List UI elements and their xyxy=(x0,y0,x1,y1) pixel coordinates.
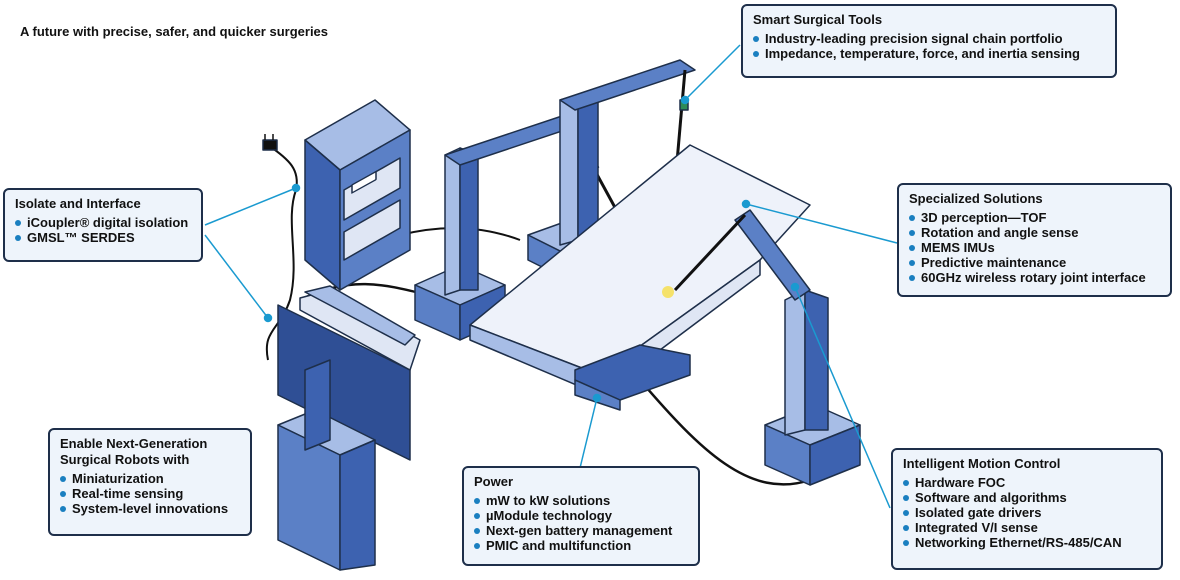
console-tower xyxy=(277,359,376,571)
callout-specialized-solutions: Specialized Solutions 3D perception—TOF … xyxy=(897,183,1172,297)
power-cable xyxy=(265,189,297,361)
list-item: Real-time sensing xyxy=(60,486,240,501)
list-item: GMSL™ SERDES xyxy=(15,230,191,245)
list-item: Impedance, temperature, force, and inert… xyxy=(753,46,1105,61)
callout-heading: Isolate and Interface xyxy=(15,196,141,211)
callout-heading: Specialized Solutions xyxy=(909,191,1043,206)
list-item: 3D perception—TOF xyxy=(909,210,1160,225)
robot-arm-left xyxy=(414,114,632,341)
list-item: PMIC and multifunction xyxy=(474,538,688,553)
list-item: System-level innovations xyxy=(60,501,240,516)
list-item: Miniaturization xyxy=(60,471,240,486)
list-item: Integrated V/I sense xyxy=(903,520,1151,535)
list-item: Isolated gate drivers xyxy=(903,505,1151,520)
callout-heading: Enable Next-Generation Surgical Robots w… xyxy=(60,436,208,467)
list-item: iCoupler® digital isolation xyxy=(15,215,191,230)
callout-smart-surgical-tools: Smart Surgical Tools Industry-leading pr… xyxy=(741,4,1117,78)
equipment-cabinet xyxy=(304,99,411,291)
plug-cable xyxy=(267,144,298,191)
list-item: Industry-leading precision signal chain … xyxy=(753,31,1105,46)
surgeon-monitor xyxy=(277,285,421,461)
list-item: Hardware FOC xyxy=(903,475,1151,490)
list-item: Predictive maintenance xyxy=(909,255,1160,270)
callout-isolate-interface: Isolate and Interface iCoupler® digital … xyxy=(3,188,203,262)
list-item: Rotation and angle sense xyxy=(909,225,1160,240)
callout-intelligent-motion-control: Intelligent Motion Control Hardware FOC … xyxy=(891,448,1163,570)
list-item: mW to kW solutions xyxy=(474,493,688,508)
list-item: µModule technology xyxy=(474,508,688,523)
page-title: A future with precise, safer, and quicke… xyxy=(20,24,329,39)
callout-next-generation: Enable Next-Generation Surgical Robots w… xyxy=(48,428,252,536)
list-item: Next-gen battery management xyxy=(474,523,688,538)
callout-power: Power mW to kW solutions µModule technol… xyxy=(462,466,700,566)
list-item: Software and algorithms xyxy=(903,490,1151,505)
operating-table xyxy=(469,144,811,411)
callout-heading: Intelligent Motion Control xyxy=(903,456,1061,471)
robot-arm-right xyxy=(662,209,861,486)
list-item: 60GHz wireless rotary joint interface xyxy=(909,270,1160,285)
callout-heading: Smart Surgical Tools xyxy=(753,12,883,27)
list-item: Networking Ethernet/RS-485/CAN xyxy=(903,535,1151,550)
callout-heading: Power xyxy=(474,474,514,489)
list-item: MEMS IMUs xyxy=(909,240,1160,255)
plug-icon xyxy=(262,134,278,151)
